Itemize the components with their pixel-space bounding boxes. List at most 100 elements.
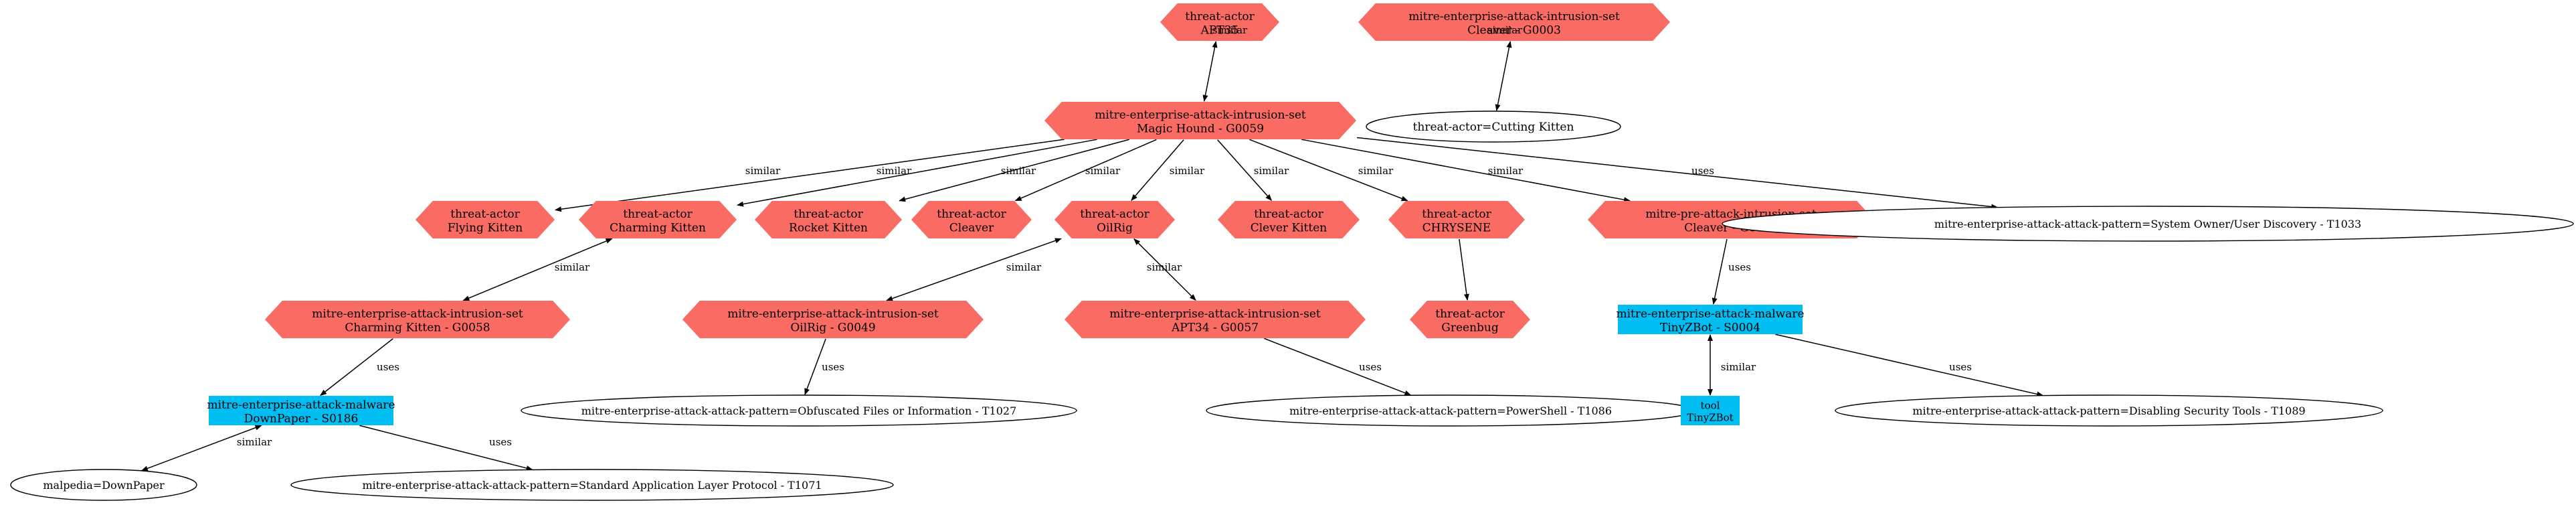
node-shape-octagon xyxy=(1358,3,1670,41)
graph-edge-tinyzbot-s0004-to-t1089 xyxy=(1775,334,2044,397)
node-label-type: tool xyxy=(1701,399,1720,411)
graph-edge-magichound-to-flying-kitten xyxy=(554,139,1065,212)
node-label-name: mitre-enterprise-attack-attack-pattern=O… xyxy=(581,405,1017,417)
edge-label-similar: similar xyxy=(1254,165,1289,177)
node-label-name: Magic Hound - G0059 xyxy=(1137,123,1264,136)
node-shape-octagon xyxy=(1218,201,1360,238)
graph-node-magichound[interactable]: mitre-enterprise-attack-intrusion-setMag… xyxy=(1044,102,1356,139)
edge-label-similar: similar xyxy=(1001,165,1036,177)
node-shape-rectangle xyxy=(1618,305,1803,334)
node-label-name: DownPaper - S0186 xyxy=(244,413,359,426)
edge-labels-layer: similar similar similar similar similar simil… xyxy=(237,24,1972,448)
graph-node-t1071[interactable]: mitre-enterprise-attack-attack-pattern=S… xyxy=(290,469,894,501)
node-label-type: threat-actor xyxy=(1080,208,1149,221)
graph-edge-magichound-to-cleaver-g0003-p xyxy=(1301,139,1631,203)
graph-edge-apt34-g0057-to-t1086 xyxy=(1264,338,1412,396)
edge-label-similar: similar xyxy=(1170,165,1205,177)
graph-edge-magichound-to-t1033 xyxy=(1356,137,1999,210)
graph-node-tinyzbot-s0004[interactable]: mitre-enterprise-attack-malwareTinyZBot … xyxy=(1616,305,1805,335)
node-label-type: threat-actor xyxy=(450,208,520,221)
node-label-type: mitre-enterprise-attack-malware xyxy=(1616,307,1804,321)
graph-node-charming-g0058[interactable]: mitre-enterprise-attack-intrusion-setCha… xyxy=(265,301,570,338)
node-shape-octagon xyxy=(1410,301,1530,338)
edge-label-similar: similar xyxy=(877,165,912,177)
node-label-name: Rocket Kitten xyxy=(789,222,868,235)
edge-label-similar: similar xyxy=(1488,165,1524,177)
edge-label-uses: uses xyxy=(822,361,844,373)
node-label-type: mitre-enterprise-attack-intrusion-set xyxy=(1408,10,1620,23)
edge-label-similar: similar xyxy=(1212,24,1248,36)
node-label-name: CHRYSENE xyxy=(1422,222,1491,235)
edge-label-uses: uses xyxy=(1728,261,1751,273)
node-label-name: TinyZBot xyxy=(1687,411,1733,423)
node-label-name: mitre-enterprise-attack-attack-pattern=P… xyxy=(1289,405,1612,417)
graph-node-cutting-kitten[interactable]: threat-actor=Cutting Kitten xyxy=(1366,111,1621,143)
node-shape-octagon xyxy=(1388,201,1525,238)
node-label-name: APT34 - G0057 xyxy=(1171,321,1259,335)
node-shape-octagon xyxy=(911,201,1032,238)
graph-edge-cutting-kitten-to-cleaver-g0003-e xyxy=(1495,41,1512,112)
node-label-name: OilRig xyxy=(1097,222,1133,235)
graph-node-t1033[interactable]: mitre-enterprise-attack-attack-pattern=S… xyxy=(1722,206,2574,242)
graph-node-malpedia-dp[interactable]: malpedia=DownPaper xyxy=(10,469,197,501)
node-label-name: Flying Kitten xyxy=(448,222,523,235)
node-shape-octagon xyxy=(755,201,902,238)
node-label-name: mitre-enterprise-attack-attack-pattern=S… xyxy=(1934,218,2361,230)
node-shape-ellipse xyxy=(1366,111,1621,143)
edge-label-similar: similar xyxy=(1487,24,1523,36)
node-label-type: threat-actor xyxy=(1185,10,1255,23)
node-shape-octagon xyxy=(265,301,570,338)
node-label-type: threat-actor xyxy=(1254,208,1323,221)
node-label-type: threat-actor xyxy=(937,208,1006,221)
graph-edge-charming-g0058-to-downpaper-s0186 xyxy=(320,338,393,396)
node-label-type: threat-actor xyxy=(1422,208,1491,221)
node-label-name: mitre-enterprise-attack-attack-pattern=S… xyxy=(362,479,822,492)
edge-label-uses: uses xyxy=(1949,361,1972,373)
graph-edge-downpaper-s0186-to-malpedia-dp xyxy=(141,425,262,471)
graph-edge-chrysene-to-greenbug xyxy=(1459,238,1469,301)
node-shape-rectangle xyxy=(1681,396,1740,425)
node-label-type: mitre-enterprise-attack-intrusion-set xyxy=(727,307,939,321)
graph-node-cleaver-g0003-e[interactable]: mitre-enterprise-attack-intrusion-setCle… xyxy=(1358,3,1670,41)
edge-label-similar: similar xyxy=(555,261,590,273)
graph-node-t1089[interactable]: mitre-enterprise-attack-attack-pattern=D… xyxy=(1835,394,2383,427)
graph-node-oilrig-g0049[interactable]: mitre-enterprise-attack-intrusion-setOil… xyxy=(682,301,984,338)
node-label-type: mitre-enterprise-attack-malware xyxy=(207,398,395,412)
edge-label-similar: similar xyxy=(745,165,781,177)
graph-node-apt34-g0057[interactable]: mitre-enterprise-attack-intrusion-setAPT… xyxy=(1065,301,1366,338)
graph-edge-cleaver-g0003-p-to-tinyzbot-s0004 xyxy=(1712,238,1728,305)
node-label-name: Clever Kitten xyxy=(1251,222,1327,235)
edge-label-uses: uses xyxy=(1359,361,1382,373)
graph-node-downpaper-s0186[interactable]: mitre-enterprise-attack-malwareDownPaper… xyxy=(207,396,395,426)
graph-edge-magichound-to-chrysene xyxy=(1249,139,1408,202)
edge-label-similar: similar xyxy=(1358,165,1394,177)
edge-label-uses: uses xyxy=(377,361,399,373)
edges-layer xyxy=(141,40,2044,471)
node-shape-octagon xyxy=(1065,301,1366,338)
graph-edge-oilrig-actor-to-apt34-g0057 xyxy=(1133,238,1196,301)
node-label-name: mitre-enterprise-attack-attack-pattern=D… xyxy=(1912,405,2305,417)
graph-node-t1027[interactable]: mitre-enterprise-attack-attack-pattern=O… xyxy=(521,394,1077,427)
edge-label-similar: similar xyxy=(1721,361,1756,373)
graph-edge-charming-kitten-a-to-charming-g0058 xyxy=(462,238,613,301)
graph-node-t1086[interactable]: mitre-enterprise-attack-attack-pattern=P… xyxy=(1206,394,1695,427)
edge-label-similar: similar xyxy=(1147,261,1182,273)
node-shape-ellipse xyxy=(521,394,1077,427)
graph-edge-magichound-to-cleaver-actor xyxy=(1014,139,1157,202)
node-label-name: Cleaver - G0003 xyxy=(1467,24,1561,38)
node-shape-ellipse xyxy=(1835,394,2383,427)
graph-edge-magichound-to-charming-kitten-a xyxy=(737,139,1097,207)
node-label-type: mitre-enterprise-attack-intrusion-set xyxy=(1109,307,1321,321)
graph-edge-oilrig-actor-to-oilrig-g0049 xyxy=(886,238,1062,301)
